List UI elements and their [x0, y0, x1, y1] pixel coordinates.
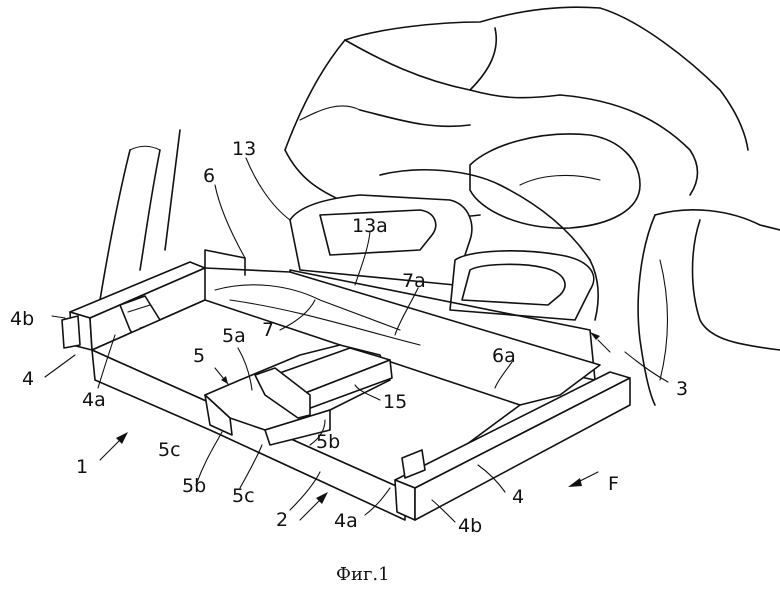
label-4-left: 4 [22, 368, 34, 390]
left-pillar [97, 129, 181, 331]
leader-lines [44, 157, 669, 523]
label-5c-mid: 5c [232, 485, 255, 507]
label-6a: 6a [492, 345, 516, 367]
label-15: 15 [383, 391, 407, 413]
rear-shelf-13 [289, 194, 596, 381]
reference-labels: 13 6 13a 7a 5a 7 4b 4 4a 5 6a 3 15 1 5c … [10, 138, 688, 537]
label-2: 2 [276, 509, 288, 531]
label-5b-mid: 5b [316, 431, 340, 453]
label-4b-right: 4b [458, 515, 482, 537]
label-F: F [608, 473, 619, 495]
label-5b-left: 5b [182, 475, 206, 497]
label-5a: 5a [222, 325, 246, 347]
label-6: 6 [203, 165, 215, 187]
arrows [99, 332, 611, 521]
label-3: 3 [676, 378, 688, 400]
label-7a: 7a [402, 270, 426, 292]
label-4a-right: 4a [334, 510, 358, 532]
right-side-sill [394, 371, 631, 521]
label-13: 13 [232, 138, 256, 160]
label-4a-left: 4a [82, 389, 106, 411]
label-13a: 13a [352, 215, 388, 237]
label-1: 1 [76, 456, 88, 478]
label-5: 5 [193, 345, 205, 367]
label-5c-left: 5c [158, 439, 181, 461]
label-4b-left: 4b [10, 308, 34, 330]
figure-caption: Фиг.1 [336, 564, 390, 585]
cross-member-15 [254, 347, 393, 419]
label-7: 7 [262, 319, 274, 341]
label-4-right: 4 [512, 486, 524, 508]
